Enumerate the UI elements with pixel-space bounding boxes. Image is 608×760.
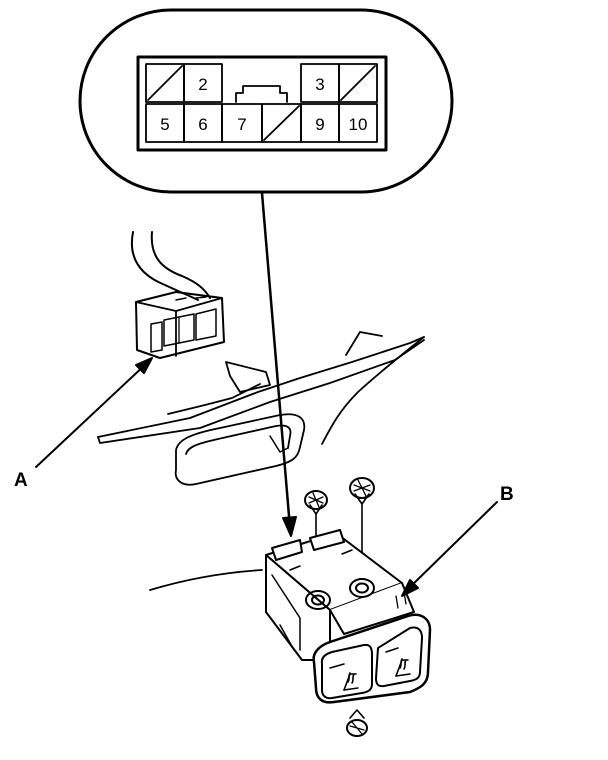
connector-bubble [78,8,454,194]
seat-heater-icon [343,672,359,691]
seat-heater-button-passenger [375,626,423,688]
view-leader-arrowhead [282,516,297,537]
seat-heater-button-driver [320,643,373,700]
callout-a-label: A [14,470,28,491]
pin-label: 6 [198,115,207,134]
callout-b-leader [407,501,498,590]
seat-heater-switch-b [265,529,432,704]
connector-body [135,291,225,359]
dashboard-trim-panel [97,331,425,591]
empty-cavity-mark [340,65,376,101]
pin-label: 2 [198,75,207,94]
connector-lock-tab [235,85,288,103]
callout-b-label: B [500,484,514,505]
trim-curve [149,569,263,591]
pin-label: 5 [160,115,169,134]
pin-numbers: 2 3 5 6 7 9 10 [160,75,367,134]
connector-face-view: 2 3 5 6 7 9 10 [78,8,454,194]
empty-cavity-mark [263,105,300,141]
view-leader-line [260,191,292,530]
mounting-screw-bottom [346,709,368,737]
harness-connector-a [130,231,225,359]
connector-cavities [145,63,378,143]
harness-wire [130,231,199,301]
seat-heater-icon [395,658,411,677]
callout-b-arrowhead [401,579,419,597]
pin-label: 10 [349,115,368,134]
callout-a-arrowhead [135,357,153,374]
harness-wire [150,231,211,299]
connector-housing-outline [136,55,388,152]
callout-a-leader [35,362,148,468]
empty-cavity-mark [147,65,183,101]
pin-label: 7 [237,115,246,134]
pin-label: 3 [315,75,324,94]
pin-label: 9 [315,115,324,134]
